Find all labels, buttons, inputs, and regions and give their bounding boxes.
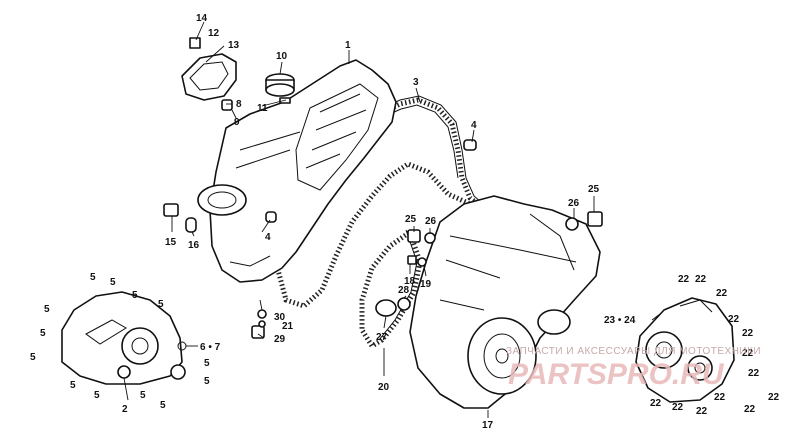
crankcase-left-part-1 [197, 59, 397, 283]
callout-10: 10 [276, 51, 288, 62]
callout-18: 18 [404, 276, 416, 287]
callout-22: 22 [768, 392, 780, 403]
callout-26-right: 26 [568, 198, 580, 209]
callout-17: 17 [482, 420, 494, 431]
callout-19: 19 [420, 279, 432, 290]
callout-numbers: 1 3 4 4 14 12 13 10 8 11 9 15 16 25 26 2… [30, 13, 780, 431]
callout-15: 15 [165, 237, 177, 248]
callout-11: 11 [257, 103, 268, 114]
callout-27: 27 [376, 332, 388, 343]
callout-22: 22 [748, 368, 760, 379]
callout-5: 5 [44, 304, 50, 315]
callout-5: 5 [158, 299, 164, 310]
callout-28: 28 [398, 285, 410, 296]
callout-2: 2 [122, 404, 128, 415]
callout-26-left: 26 [425, 216, 437, 227]
callout-25-left: 25 [405, 214, 417, 225]
callout-4: 4 [471, 120, 477, 131]
callout-22: 22 [695, 274, 707, 285]
callout-9: 9 [234, 117, 240, 128]
callout-5: 5 [140, 390, 146, 401]
cover-part-2 [61, 291, 187, 385]
callout-14: 14 [196, 13, 208, 24]
watermark-caption: ЗАПЧАСТИ И АКСЕССУАРЫ ДЛЯ МОТОТЕХНИКИ [506, 346, 761, 357]
callout-22: 22 [744, 404, 756, 415]
callout-29: 29 [274, 334, 286, 345]
callout-22: 22 [742, 348, 754, 359]
cover-part-13 [181, 37, 237, 101]
callout-5: 5 [90, 272, 96, 283]
callout-22: 22 [714, 392, 726, 403]
callout-6-7: 6 • 7 [200, 342, 221, 353]
callout-23-24: 23 • 24 [604, 315, 636, 326]
cover-parts-22-24 [635, 297, 735, 403]
crankcase-right-part-17 [409, 195, 601, 409]
callout-25-right: 25 [588, 184, 600, 195]
watermark: ЗАПЧАСТИ И АКСЕССУАРЫ ДЛЯ МОТОТЕХНИКИ PA… [506, 346, 761, 391]
leader-lines [123, 21, 661, 418]
callout-21: 21 [282, 321, 294, 332]
callout-12: 12 [208, 28, 220, 39]
callout-22: 22 [678, 274, 690, 285]
callout-5: 5 [70, 380, 76, 391]
callout-1: 1 [345, 40, 351, 51]
callout-22: 22 [672, 402, 684, 413]
small-parts [163, 99, 603, 339]
callout-5: 5 [30, 352, 36, 363]
callout-5: 5 [94, 390, 100, 401]
callout-4-left: 4 [265, 232, 271, 243]
callout-5: 5 [204, 358, 210, 369]
callout-8: 8 [236, 99, 242, 110]
callout-3: 3 [413, 77, 419, 88]
callout-22: 22 [716, 288, 728, 299]
watermark-brand: PARTSPRO.RU [508, 358, 725, 391]
callout-5: 5 [160, 400, 166, 411]
callout-22: 22 [742, 328, 754, 339]
callout-22: 22 [728, 314, 740, 325]
callout-20: 20 [378, 382, 390, 393]
gasket-part-20 [359, 228, 423, 350]
callout-5: 5 [110, 277, 116, 288]
callout-30: 30 [274, 312, 286, 323]
callout-5: 5 [132, 290, 138, 301]
callout-5: 5 [204, 376, 210, 387]
callout-22: 22 [650, 398, 662, 409]
callout-22: 22 [696, 406, 708, 417]
cap-part-10 [265, 73, 295, 104]
callout-16: 16 [188, 240, 200, 251]
callout-5: 5 [40, 328, 46, 339]
callout-13: 13 [228, 40, 240, 51]
